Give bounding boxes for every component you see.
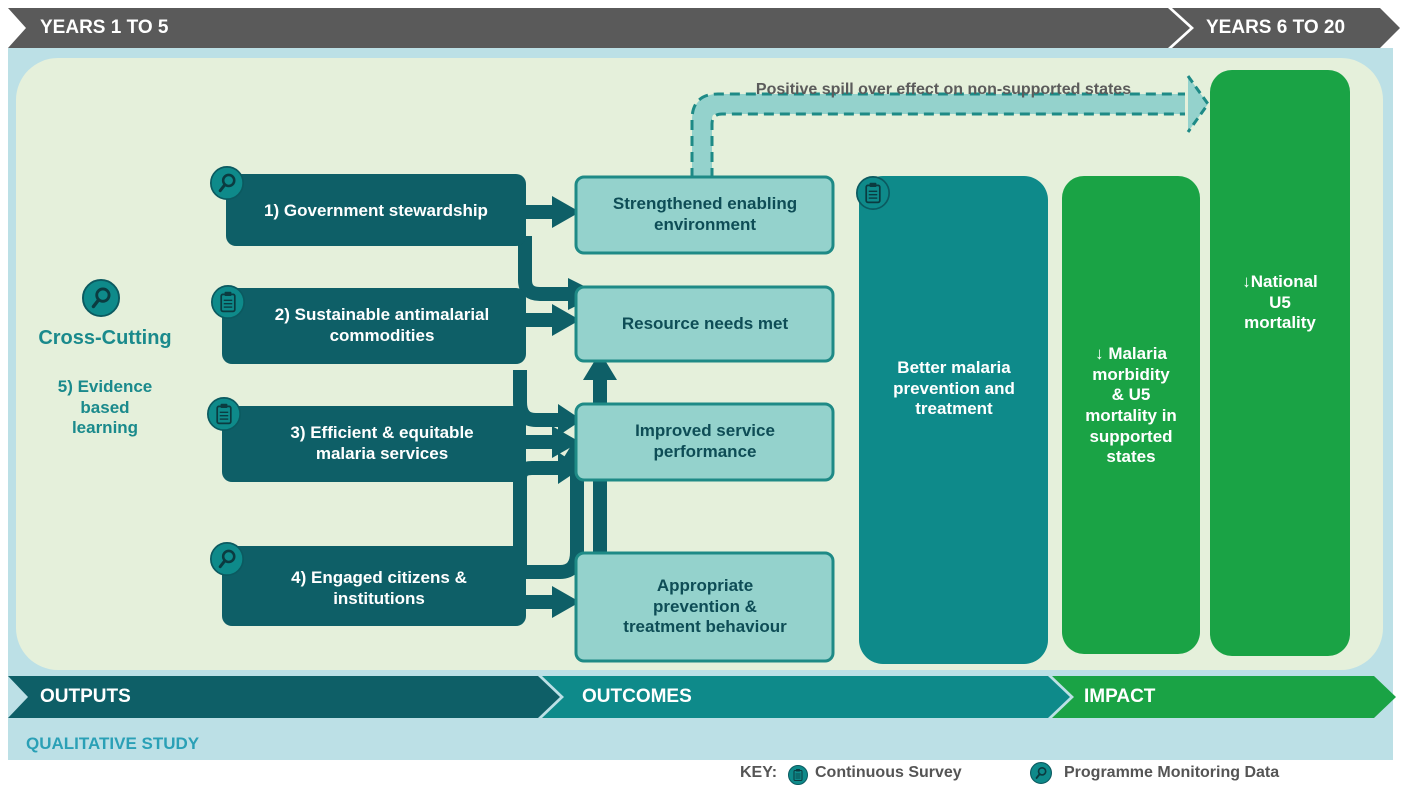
spillover-label: Positive spill over effect on non-suppor… — [755, 81, 1132, 99]
key-label: KEY: — [740, 764, 778, 781]
years-1-5-banner — [8, 8, 1190, 48]
outcome-label-1: Strengthened enabling environment — [612, 194, 798, 234]
impact-chevron — [1052, 676, 1396, 718]
output-label-3: 3) Efficient & equitable malaria service… — [290, 423, 474, 463]
evidence-learning-label: 5) Evidence based learning — [57, 376, 153, 438]
impact-label: IMPACT — [1084, 686, 1156, 707]
outcome-label-4: Appropriate prevention & treatment behav… — [623, 575, 787, 637]
outcome-box-2 — [574, 285, 835, 363]
outcome-box-1 — [574, 175, 835, 255]
outcome-label-2: Resource needs met — [621, 313, 789, 333]
clipboard-icon — [856, 176, 890, 210]
output-box-3 — [222, 406, 526, 482]
output-label-4: 4) Engaged citizens & institutions — [291, 568, 467, 608]
output-label-1: 1) Government stewardship — [264, 200, 488, 220]
output-box-4 — [222, 546, 526, 626]
impact-national-label: ↓National U5 mortality — [1242, 271, 1318, 333]
better-prevention-box — [859, 176, 1048, 664]
output-box-1 — [226, 174, 526, 246]
better-prevention-label: Better malaria prevention and treatment — [893, 357, 1015, 419]
impact-supported-box — [1062, 176, 1200, 654]
clipboard-icon — [211, 285, 245, 319]
outcome-box-4 — [574, 551, 835, 663]
impact-supported-label: ↓ Malaria morbidity & U5 mortality in su… — [1085, 343, 1177, 467]
years-6-20-label: YEARS 6 TO 20 — [1206, 17, 1346, 38]
key-continuous-label: Continuous Survey — [815, 764, 962, 781]
key-programme-label: Programme Monitoring Data — [1064, 764, 1280, 781]
years-6-20-banner — [1172, 8, 1400, 48]
clipboard-icon — [788, 765, 808, 785]
outputs-label: OUTPUTS — [40, 686, 131, 707]
qualitative-study-label: QUALITATIVE STUDY — [26, 734, 200, 753]
output-label-2: 2) Sustainable antimalarial commodities — [274, 305, 490, 345]
magnifier-icon — [1030, 762, 1052, 784]
impact-national-box — [1210, 70, 1350, 656]
outcome-label-3: Improved service performance — [635, 421, 775, 461]
spillover-arrow — [690, 75, 1210, 178]
outputs-chevron — [8, 676, 560, 718]
cross-cutting-title: Cross-Cutting — [38, 326, 172, 349]
output-box-2 — [222, 288, 526, 364]
outcomes-label: OUTCOMES — [582, 686, 692, 707]
clipboard-icon — [207, 397, 241, 431]
outcomes-chevron — [542, 676, 1070, 718]
magnifier-icon — [82, 279, 120, 317]
outcome-box-3 — [574, 402, 835, 482]
magnifier-icon — [210, 542, 244, 576]
years-1-5-label: YEARS 1 TO 5 — [40, 17, 169, 38]
